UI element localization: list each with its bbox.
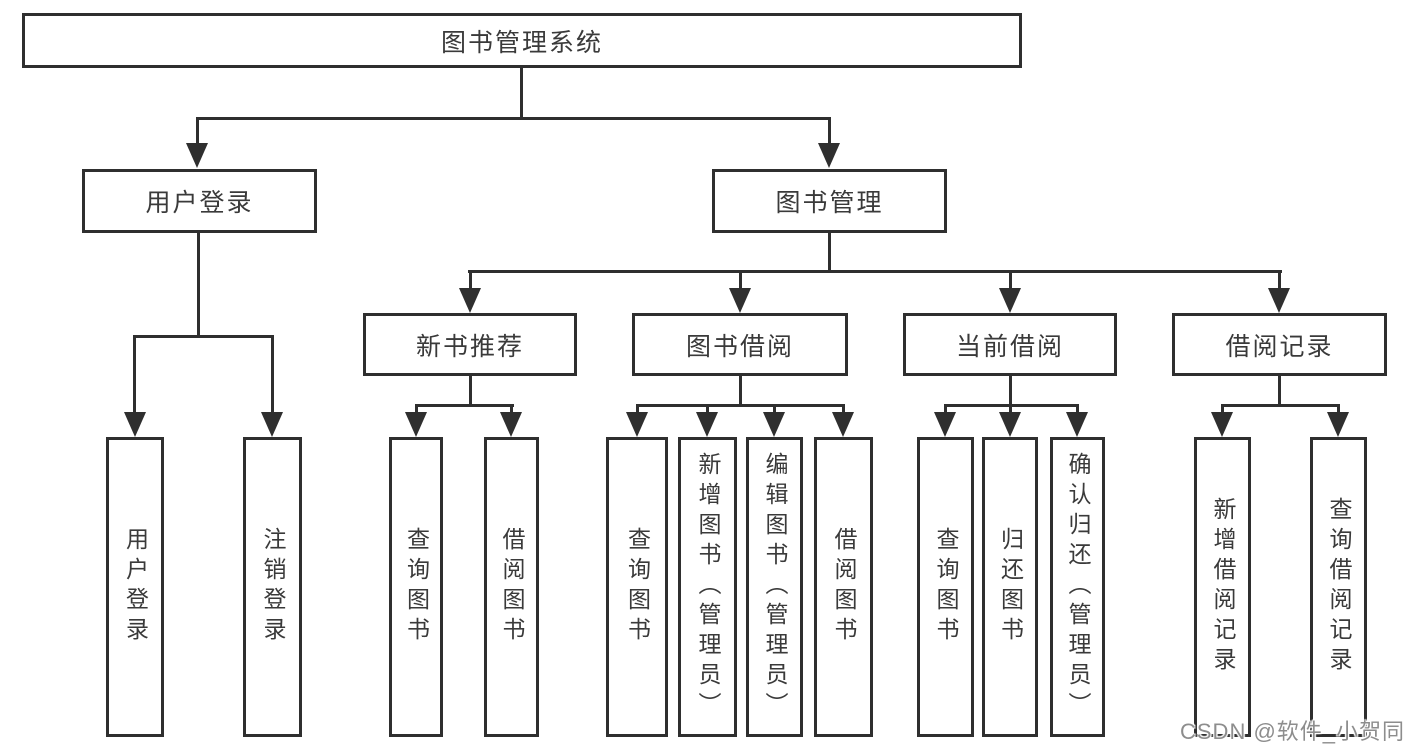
leaf-bb-query-books-label: 查询图书 bbox=[624, 527, 651, 647]
arrowhead bbox=[934, 412, 956, 437]
node-current-borrow-label: 当前借阅 bbox=[955, 332, 1064, 361]
connector-stem bbox=[1221, 404, 1224, 414]
node-new-book-rec: 新书推荐 bbox=[363, 313, 577, 376]
leaf-bb-borrow-books-label: 借阅图书 bbox=[831, 527, 857, 647]
connector-current-borrow-stem bbox=[1009, 376, 1012, 407]
connector-stem bbox=[828, 117, 831, 145]
leaf-bb-add-books: 新增图书（管理员） bbox=[678, 437, 737, 737]
connector-stem bbox=[1278, 270, 1281, 290]
connector-stem bbox=[133, 335, 136, 414]
node-borrow-records: 借阅记录 bbox=[1172, 313, 1387, 376]
arrowhead bbox=[1211, 412, 1233, 437]
arrowhead bbox=[832, 412, 854, 437]
arrowhead bbox=[999, 412, 1021, 437]
leaf-cb-confirm-return-label: 确认归还（管理员） bbox=[1065, 452, 1091, 722]
node-current-borrow: 当前借阅 bbox=[903, 313, 1117, 376]
leaf-cb-query-books: 查询图书 bbox=[917, 437, 974, 737]
node-root-label: 图书管理系统 bbox=[440, 28, 603, 57]
connector-stem bbox=[415, 404, 418, 414]
leaf-cb-return-books: 归还图书 bbox=[982, 437, 1038, 737]
connector-stem bbox=[1337, 404, 1340, 414]
leaf-logout-label: 注销登录 bbox=[260, 527, 286, 647]
node-new-book-rec-label: 新书推荐 bbox=[415, 332, 524, 361]
leaf-bb-borrow-books: 借阅图书 bbox=[814, 437, 873, 737]
arrowhead bbox=[696, 412, 718, 437]
leaf-cb-query-books-label: 查询图书 bbox=[933, 527, 959, 647]
connector-new-book-rec-hline bbox=[415, 404, 514, 407]
arrowhead bbox=[124, 412, 146, 437]
leaf-rec-borrow-books: 借阅图书 bbox=[484, 437, 539, 737]
leaf-rec-query-books-label: 查询图书 bbox=[403, 527, 430, 647]
leaf-br-query-record-label: 查询借阅记录 bbox=[1326, 497, 1352, 677]
connector-root-hline bbox=[196, 117, 831, 120]
arrowhead bbox=[729, 288, 751, 313]
connector-new-book-rec-stem bbox=[469, 376, 472, 407]
connector-book-mgmt-stem bbox=[828, 233, 831, 273]
arrowhead bbox=[186, 143, 208, 168]
connector-borrow-records-hline bbox=[1221, 404, 1339, 407]
node-book-mgmt-label: 图书管理 bbox=[775, 189, 884, 217]
connector-stem bbox=[1076, 404, 1079, 414]
node-book-borrow: 图书借阅 bbox=[632, 313, 848, 376]
csdn-watermark: CSDN @软件_小贺同学 bbox=[1180, 719, 1405, 744]
connector-stem bbox=[739, 270, 742, 290]
arrowhead bbox=[999, 288, 1021, 313]
connector-stem bbox=[510, 404, 513, 414]
connector-user-login-stem bbox=[197, 233, 200, 338]
arrowhead bbox=[626, 412, 648, 437]
arrowhead bbox=[1327, 412, 1349, 437]
arrowhead bbox=[405, 412, 427, 437]
connector-stem bbox=[842, 404, 845, 414]
connector-user-login-hline bbox=[133, 335, 274, 338]
connector-stem bbox=[1009, 404, 1012, 414]
connector-stem bbox=[469, 270, 472, 290]
node-user-login: 用户登录 bbox=[82, 169, 317, 233]
connector-root-stem bbox=[520, 68, 523, 118]
leaf-bb-add-books-label: 新增图书（管理员） bbox=[695, 452, 721, 722]
arrowhead bbox=[459, 288, 481, 313]
connector-stem bbox=[1009, 270, 1012, 290]
connector-stem bbox=[706, 404, 709, 414]
connector-stem bbox=[196, 117, 199, 145]
arrowhead bbox=[818, 143, 840, 168]
leaf-br-query-record: 查询借阅记录 bbox=[1310, 437, 1367, 737]
arrowhead bbox=[261, 412, 283, 437]
leaf-bb-query-books: 查询图书 bbox=[606, 437, 668, 737]
leaf-rec-query-books: 查询图书 bbox=[389, 437, 443, 737]
leaf-rec-borrow-books-label: 借阅图书 bbox=[499, 527, 525, 647]
connector-book-borrow-hline bbox=[636, 404, 845, 407]
arrowhead bbox=[500, 412, 522, 437]
leaf-cb-return-books-label: 归还图书 bbox=[997, 527, 1024, 647]
connector-book-mgmt-hline bbox=[468, 270, 1282, 273]
connector-stem bbox=[944, 404, 947, 414]
leaf-br-add-record-label: 新增借阅记录 bbox=[1210, 497, 1236, 677]
leaf-logout: 注销登录 bbox=[243, 437, 302, 737]
arrowhead bbox=[1268, 288, 1290, 313]
leaf-bb-edit-books-label: 编辑图书（管理员） bbox=[762, 452, 788, 722]
leaf-bb-edit-books: 编辑图书（管理员） bbox=[746, 437, 803, 737]
node-root: 图书管理系统 bbox=[22, 13, 1022, 68]
connector-stem bbox=[773, 404, 776, 414]
node-book-mgmt: 图书管理 bbox=[712, 169, 947, 233]
node-book-borrow-label: 图书借阅 bbox=[685, 332, 794, 361]
node-user-login-label: 用户登录 bbox=[145, 189, 254, 217]
leaf-user-login: 用户登录 bbox=[106, 437, 164, 737]
arrowhead bbox=[1066, 412, 1088, 437]
arrowhead bbox=[763, 412, 785, 437]
connector-book-borrow-stem bbox=[739, 376, 742, 407]
leaf-br-add-record: 新增借阅记录 bbox=[1194, 437, 1251, 737]
leaf-user-login-label: 用户登录 bbox=[122, 527, 149, 647]
node-borrow-records-label: 借阅记录 bbox=[1225, 332, 1334, 361]
leaf-cb-confirm-return: 确认归还（管理员） bbox=[1050, 437, 1105, 737]
connector-stem bbox=[636, 404, 639, 414]
connector-stem bbox=[271, 335, 274, 414]
connector-borrow-records-stem bbox=[1278, 376, 1281, 407]
